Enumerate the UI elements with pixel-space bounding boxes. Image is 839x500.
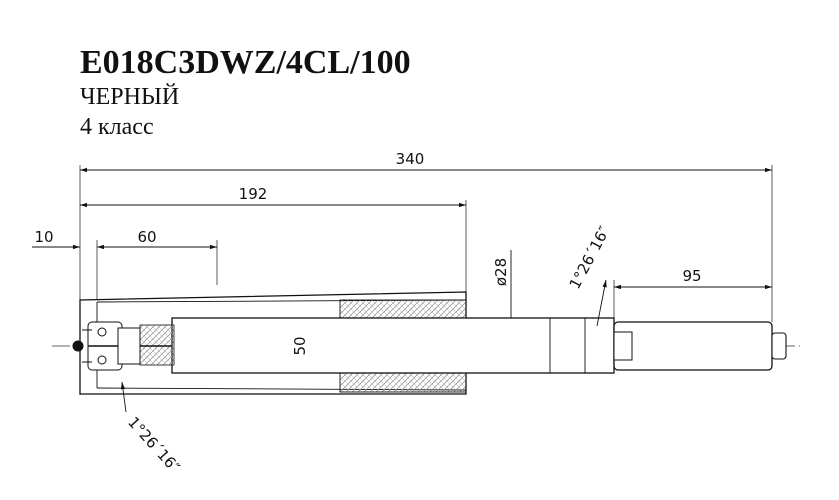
model-number: E018C3DWZ/4CL/100 — [80, 44, 411, 81]
dim-rod-extension: 95 — [682, 267, 701, 285]
dim-guide-length: 60 — [137, 228, 156, 246]
inner-cylinder — [171, 317, 615, 374]
title-block: E018C3DWZ/4CL/100 ЧЕРНЫЙ 4 класс — [80, 44, 411, 142]
taper-leader-bottom — [120, 381, 127, 413]
dim-taper-top: 1°26´16″ — [566, 223, 614, 292]
rod-end-pin — [771, 332, 787, 360]
cylinder-seal-left — [139, 324, 175, 366]
color-label: ЧЕРНЫЙ — [80, 84, 180, 110]
valve-mechanism — [72, 321, 172, 371]
dim-body-length: 192 — [239, 185, 268, 203]
dim-rod-diameter: ø28 — [492, 258, 510, 286]
class-label: 4 класс — [80, 114, 154, 140]
bushing-top — [339, 299, 467, 319]
dim-offset: 10 — [34, 228, 53, 246]
piston-rod — [613, 321, 773, 371]
dim-body-diameter: 50 — [291, 336, 309, 355]
dim-taper-bottom: 1°26´16″ — [124, 413, 183, 476]
taper-leader-top — [596, 279, 607, 327]
bushing-bottom — [339, 372, 467, 393]
rod-collar — [613, 331, 633, 361]
dim-overall-length: 340 — [396, 150, 425, 168]
